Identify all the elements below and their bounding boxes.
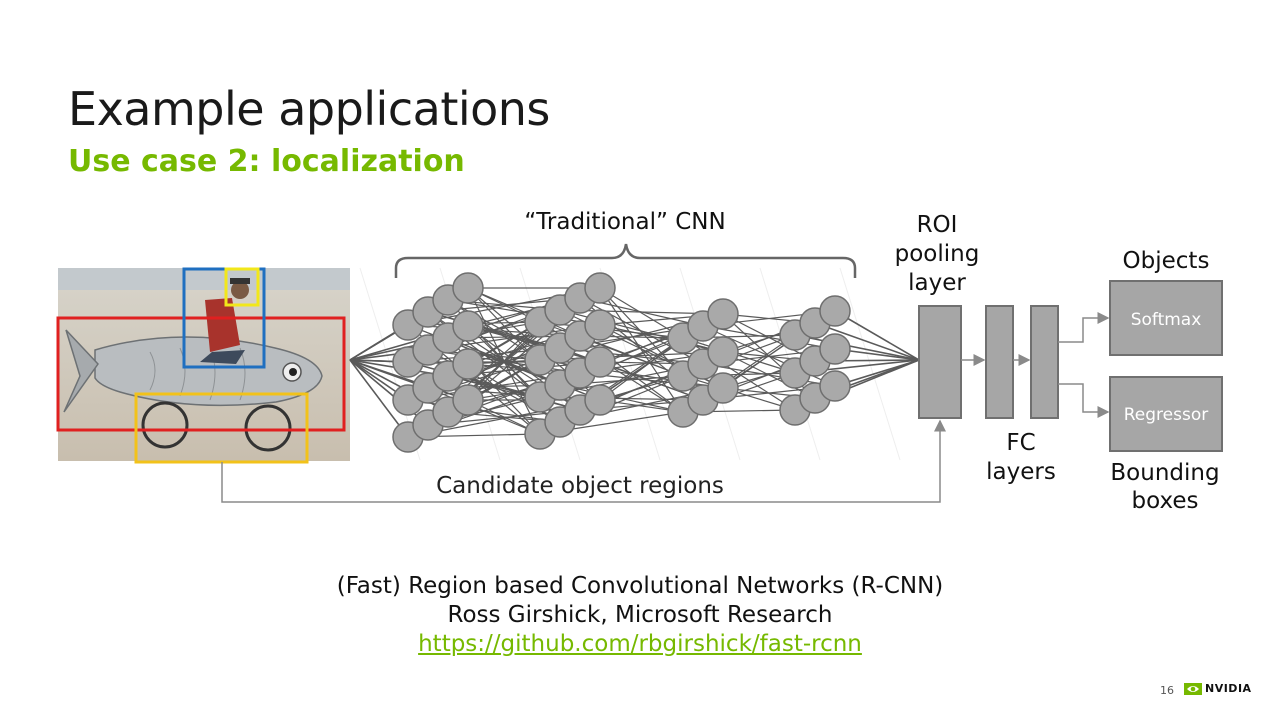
to-softmax-arrow xyxy=(1058,312,1110,343)
cnn-label: “Traditional” CNN xyxy=(524,209,725,235)
cnn-brace xyxy=(394,243,857,278)
nvidia-eye-icon xyxy=(1184,682,1202,695)
example-photo xyxy=(56,267,350,464)
neuron xyxy=(819,295,851,327)
regressor-box xyxy=(1109,376,1223,452)
regressor-label: Regressor xyxy=(1124,405,1208,425)
network-connection xyxy=(467,321,541,401)
network-connection xyxy=(599,337,684,401)
neuron xyxy=(452,310,484,342)
fc-label-line1: FC xyxy=(1006,430,1035,456)
network-connection xyxy=(794,334,920,361)
candidate-regions-arrow xyxy=(221,419,946,503)
neuron xyxy=(584,309,616,341)
bbox-label-line2: boxes xyxy=(1131,488,1198,514)
citation-title: (Fast) Region based Convolutional Networ… xyxy=(336,573,944,599)
network-connection xyxy=(559,384,684,413)
objects-label: Objects xyxy=(1123,248,1210,274)
slide-subtitle: Use case 2: localization xyxy=(68,144,465,179)
neuron xyxy=(452,272,484,304)
roi-label-line3: layer xyxy=(908,270,966,296)
nvidia-logo-text: NVIDIA xyxy=(1205,682,1252,695)
neuron xyxy=(452,384,484,416)
neuron xyxy=(707,372,739,404)
network-connection xyxy=(579,335,684,377)
network-connection xyxy=(599,287,684,339)
nvidia-logo: NVIDIA xyxy=(1184,682,1252,695)
candidate-regions-label: Candidate object regions xyxy=(436,473,724,499)
bbox-label-line1: Bounding xyxy=(1110,460,1219,486)
roi-label-line2: pooling xyxy=(895,241,980,267)
citation: (Fast) Region based Convolutional Networ… xyxy=(0,572,1280,659)
network-connection xyxy=(599,287,684,377)
neuron xyxy=(584,272,616,304)
roi-pooling-box xyxy=(918,305,962,419)
network-connection xyxy=(814,322,920,361)
softmax-label: Softmax xyxy=(1131,310,1202,330)
to-regressor-arrow xyxy=(1058,383,1110,418)
neuron xyxy=(819,333,851,365)
network-connection xyxy=(349,359,409,438)
softmax-box xyxy=(1109,280,1223,356)
fc-label-line2: layers xyxy=(986,459,1056,485)
neuron xyxy=(452,348,484,380)
network-connection xyxy=(599,287,684,413)
slide-title: Example applications xyxy=(68,82,550,136)
page-number: 16 xyxy=(1160,684,1174,697)
network-connection xyxy=(834,310,920,361)
neuron xyxy=(584,346,616,378)
neuron xyxy=(584,384,616,416)
neuron xyxy=(707,336,739,368)
fc-layer-1 xyxy=(985,305,1014,419)
network-neurons xyxy=(392,272,851,453)
neuron xyxy=(707,298,739,330)
roi-label-line1: ROI xyxy=(917,212,958,238)
citation-author: Ross Girshick, Microsoft Research xyxy=(447,602,833,628)
citation-link[interactable]: https://github.com/rbgirshick/fast-rcnn xyxy=(418,631,862,657)
fc-layer-2 xyxy=(1030,305,1059,419)
network-connection xyxy=(349,359,429,426)
network-connection xyxy=(599,361,704,401)
neuron xyxy=(819,370,851,402)
network-connection xyxy=(599,324,724,353)
